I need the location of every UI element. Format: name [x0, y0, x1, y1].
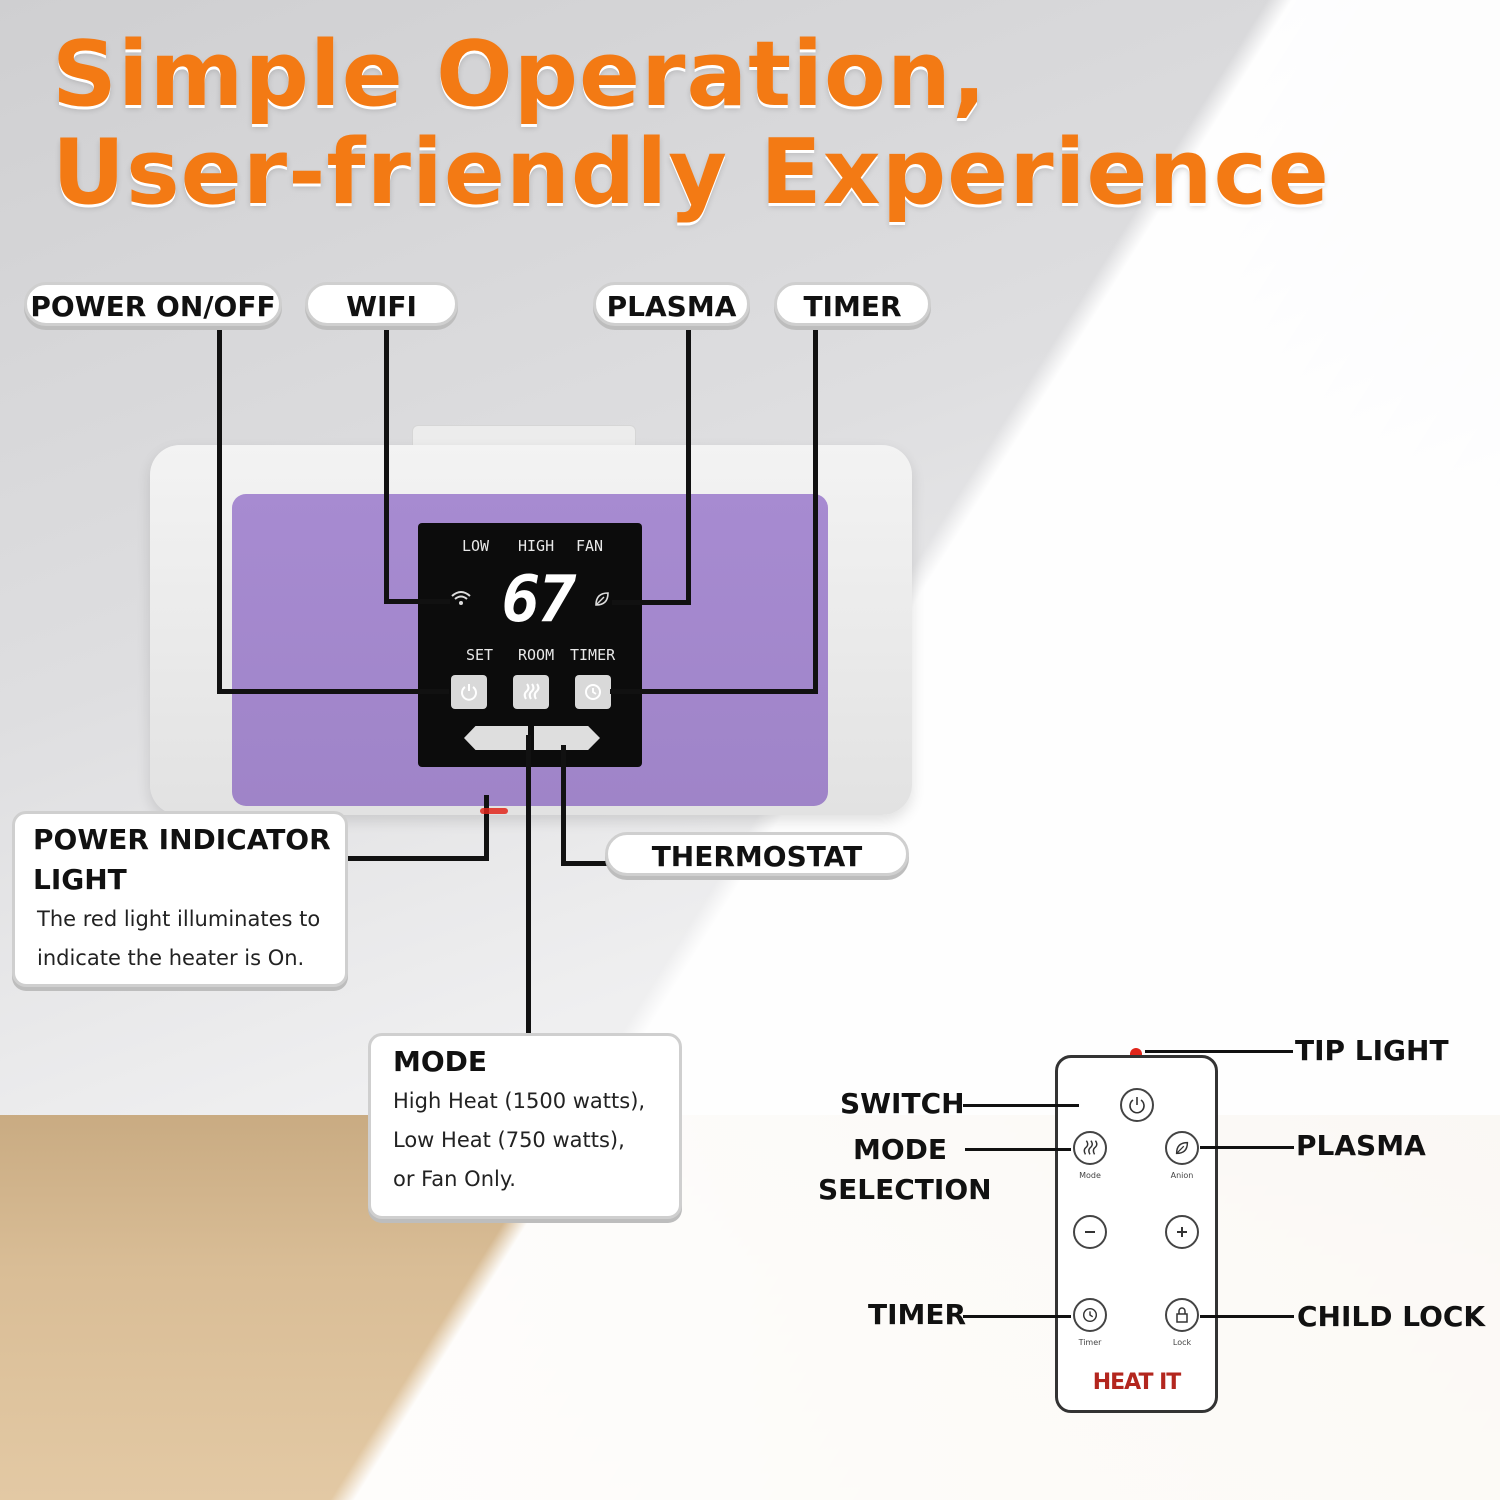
mode-desc-3: or Fan Only.: [393, 1167, 516, 1191]
panel-power-button[interactable]: [451, 675, 487, 709]
connector-indicator: [484, 795, 489, 861]
panel-mode-button[interactable]: [513, 675, 549, 709]
remote-tip-light: [1130, 1048, 1142, 1058]
mode-heat-icon: [523, 683, 540, 700]
lcd-low-label: LOW: [462, 537, 490, 555]
remote-lock-label: Lock: [1172, 1338, 1192, 1347]
power-icon: [1129, 1097, 1145, 1114]
lcd-fan-label: FAN: [576, 537, 604, 555]
connector-wifi-h: [384, 599, 450, 604]
connector-mode-selection: [965, 1148, 1071, 1151]
label-child-lock: CHILD LOCK: [1297, 1300, 1486, 1333]
temperature-display: 67: [501, 563, 576, 637]
minus-icon: [1085, 1231, 1095, 1233]
lcd-room-label: ROOM: [518, 646, 555, 664]
remote-mode-button[interactable]: [1073, 1131, 1107, 1165]
connector-child-lock: [1200, 1315, 1294, 1318]
label-tip-light: TIP LIGHT: [1295, 1034, 1449, 1067]
headline-line2: User-friendly Experience: [52, 120, 1330, 225]
panel-timer-button[interactable]: [575, 675, 611, 709]
power-indicator-desc-2: indicate the heater is On.: [37, 946, 305, 970]
connector-indicator-h: [345, 856, 489, 861]
lcd-set-label: SET: [466, 646, 494, 664]
timer-clock-icon: [1082, 1307, 1098, 1323]
mode-desc-2: Low Heat (750 watts),: [393, 1128, 625, 1152]
remote-control: Mode Anion Timer Lock: [1055, 1055, 1218, 1413]
remote-mode-label: Mode: [1079, 1171, 1101, 1180]
plus-icon: [1177, 1227, 1187, 1237]
power-indicator-callout: POWER INDICATOR LIGHT The red light illu…: [12, 811, 348, 987]
mode-desc-1: High Heat (1500 watts),: [393, 1089, 646, 1113]
label-wifi: WIFI: [305, 282, 458, 326]
power-indicator-title-1: POWER INDICATOR: [33, 823, 331, 856]
control-panel: LOW HIGH FAN 67 SET ROOM TIMER: [418, 523, 642, 767]
remote-timer-button[interactable]: [1073, 1298, 1107, 1332]
remote-brand-logo: HEAT IT: [1092, 1370, 1182, 1395]
connector-plasma-h: [612, 600, 691, 605]
label-thermostat: THERMOSTAT: [605, 832, 909, 876]
label-mode-selection-2: SELECTION: [818, 1173, 992, 1206]
label-remote-timer: TIMER: [868, 1298, 967, 1331]
leaf-icon: [592, 589, 612, 613]
headline-line1: Simple Operation,: [52, 22, 988, 127]
power-indicator-title-2: LIGHT: [33, 863, 127, 896]
panel-decrease-button[interactable]: [464, 726, 528, 750]
label-remote-plasma: PLASMA: [1296, 1129, 1426, 1162]
leaf-icon: [1175, 1141, 1189, 1155]
connector-timer-h: [610, 689, 818, 694]
connector-timer: [813, 330, 818, 694]
remote-anion-label: Anion: [1170, 1171, 1194, 1180]
wifi-icon: [450, 589, 472, 611]
lcd-high-label: HIGH: [518, 537, 555, 555]
mode-heat-icon: [1083, 1140, 1098, 1155]
remote-lock-button[interactable]: [1165, 1298, 1199, 1332]
connector-power: [217, 330, 222, 694]
mode-title: MODE: [393, 1045, 488, 1078]
connector-power-h: [217, 689, 449, 694]
label-mode-selection-1: MODE: [853, 1133, 948, 1166]
connector-thermostat-h: [561, 861, 607, 866]
panel-increase-button[interactable]: [534, 726, 600, 750]
connector-tip-light: [1145, 1050, 1293, 1053]
remote-timer-label: Timer: [1078, 1338, 1102, 1347]
connector-remote-plasma: [1200, 1146, 1294, 1149]
connector-remote-timer: [963, 1315, 1071, 1318]
connector-plasma: [686, 330, 691, 605]
power-indicator-desc-1: The red light illuminates to: [37, 907, 321, 931]
lcd-timer-label: TIMER: [570, 646, 616, 664]
lock-icon: [1176, 1307, 1188, 1323]
remote-anion-button[interactable]: [1165, 1131, 1199, 1165]
mode-callout: MODE High Heat (1500 watts), Low Heat (7…: [368, 1033, 682, 1219]
timer-clock-icon: [585, 684, 601, 700]
remote-minus-button[interactable]: [1073, 1215, 1107, 1249]
power-icon: [461, 684, 477, 701]
power-indicator-light: [480, 808, 508, 814]
label-switch: SWITCH: [840, 1087, 965, 1120]
label-power-on-off: POWER ON/OFF: [24, 282, 282, 326]
connector-thermostat: [561, 745, 566, 866]
connector-mode: [526, 735, 531, 1033]
label-timer: TIMER: [774, 282, 931, 326]
remote-switch-button[interactable]: [1120, 1088, 1154, 1122]
connector-wifi: [384, 330, 389, 604]
remote-plus-button[interactable]: [1165, 1215, 1199, 1249]
connector-switch: [963, 1104, 1079, 1107]
label-plasma: PLASMA: [593, 282, 750, 326]
